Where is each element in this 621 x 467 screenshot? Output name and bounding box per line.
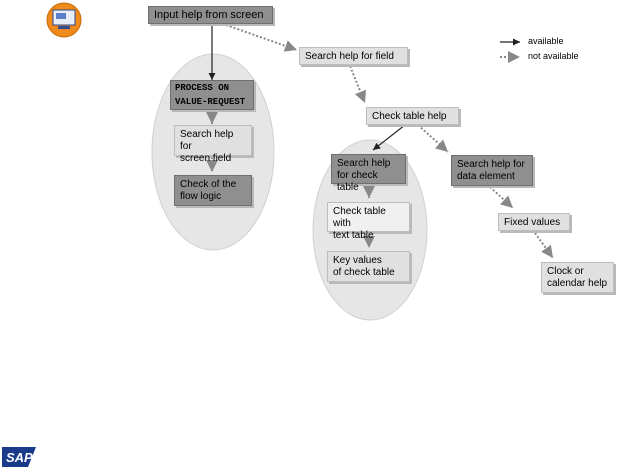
search-help-field-box: Search help for field xyxy=(299,47,408,65)
computer-screen-icon xyxy=(46,2,82,38)
search-help-check-line2: for check table xyxy=(337,170,378,193)
clock-calendar-box: Clock or calendar help xyxy=(541,262,614,293)
sap-logo: SAP xyxy=(2,447,36,467)
svg-text:SAP: SAP xyxy=(6,450,33,465)
fixed-values-label: Fixed values xyxy=(504,217,561,228)
check-flow-line1: Check of the xyxy=(180,179,237,190)
clock-line2: calendar help xyxy=(547,278,608,289)
arrow-fixed-to-clock xyxy=(534,232,554,259)
input-help-box: Input help from screen xyxy=(148,6,273,24)
check-text-table-box: Check table with text table xyxy=(327,202,410,241)
search-help-screen-line2: screen field xyxy=(180,153,232,164)
legend-not-available-label: not available xyxy=(528,51,579,61)
process-on-line2: VALUE-REQUEST xyxy=(175,97,246,107)
search-help-field-label: Search help for field xyxy=(305,51,394,62)
check-table-help-box: Check table help xyxy=(366,107,459,125)
arrow-field-to-check-help xyxy=(349,65,367,104)
process-on-line1: PROCESS ON xyxy=(175,83,230,93)
check-flow-line2: flow logic xyxy=(180,191,222,202)
search-help-data-line1: Search help for xyxy=(457,159,525,170)
arrow-data-to-fixed xyxy=(489,186,514,209)
check-text-line2: text table xyxy=(333,230,374,241)
search-help-screen-line1: Search help for xyxy=(180,129,234,152)
check-text-line1: Check table with xyxy=(333,206,386,229)
search-help-screen-box: Search help for screen field xyxy=(174,125,252,164)
process-on-box: PROCESS ON VALUE-REQUEST xyxy=(170,80,254,110)
check-flow-logic-box: Check of the flow logic xyxy=(174,175,252,206)
key-values-line1: Key values xyxy=(333,255,382,266)
search-help-check-line1: Search help xyxy=(337,158,391,169)
check-table-help-label: Check table help xyxy=(372,111,447,122)
fixed-values-box: Fixed values xyxy=(498,213,570,231)
arrow-check-to-search-check xyxy=(372,124,406,151)
input-help-label: Input help from screen xyxy=(154,9,264,21)
key-values-box: Key values of check table xyxy=(327,251,410,282)
clock-line1: Clock or xyxy=(547,266,584,277)
arrow-input-to-field-help xyxy=(225,24,298,52)
search-help-data-line2: data element xyxy=(457,171,515,182)
search-help-check-box: Search help for check table xyxy=(331,154,406,193)
key-values-line2: of check table xyxy=(333,267,395,278)
search-help-data-element-box: Search help for data element xyxy=(451,155,533,186)
legend-available-label: available xyxy=(528,36,564,46)
arrow-check-to-data-element xyxy=(417,124,449,153)
